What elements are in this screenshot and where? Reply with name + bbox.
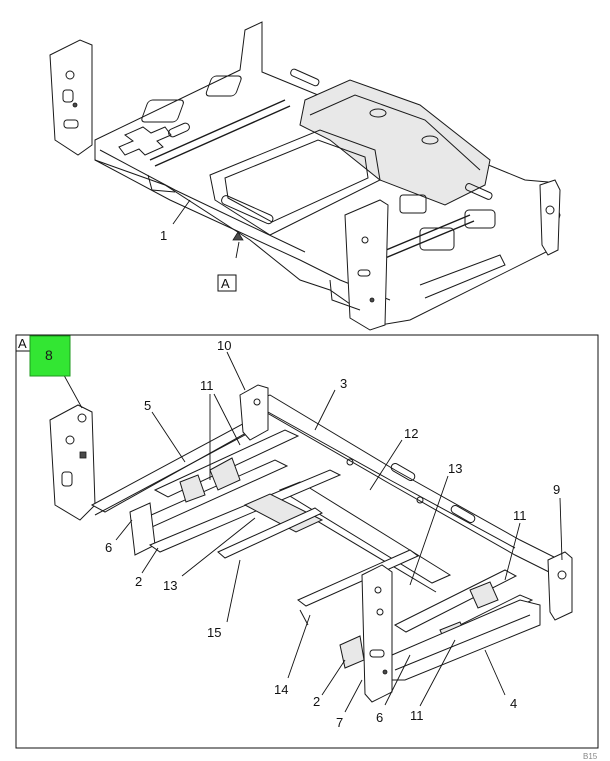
figure-code: B15: [583, 752, 598, 761]
callout-11-upper[interactable]: 11: [200, 378, 214, 393]
callout-6-left[interactable]: 6: [105, 540, 112, 555]
callout-13-right[interactable]: 13: [448, 461, 462, 476]
callout-14[interactable]: 14: [274, 682, 288, 697]
callout-2-front[interactable]: 2: [313, 694, 320, 709]
callout-11-right[interactable]: 11: [513, 508, 527, 523]
callout-10[interactable]: 10: [217, 338, 231, 353]
callout-9[interactable]: 9: [553, 482, 560, 497]
frame-crossmember-detail: [49, 384, 573, 703]
callout-7[interactable]: 7: [336, 715, 343, 730]
callout-1[interactable]: 1: [160, 228, 167, 243]
view-reference-box: [217, 274, 237, 292]
callout-8-highlight: [29, 335, 71, 377]
callout-2-left[interactable]: 2: [135, 574, 142, 589]
callout-8[interactable]: 8: [45, 347, 53, 363]
callout-15[interactable]: 15: [207, 625, 221, 640]
view-reference-label[interactable]: A: [221, 276, 230, 291]
callout-4[interactable]: 4: [510, 696, 517, 711]
detail-view-label: A: [18, 336, 27, 351]
callout-6-front[interactable]: 6: [376, 710, 383, 725]
callout-12[interactable]: 12: [404, 426, 418, 441]
callout-5[interactable]: 5: [144, 398, 151, 413]
callout-13-left[interactable]: 13: [163, 578, 177, 593]
callout-3[interactable]: 3: [340, 376, 347, 391]
callout-11-front[interactable]: 11: [410, 708, 424, 723]
floor-assembly-overview: [49, 21, 561, 331]
